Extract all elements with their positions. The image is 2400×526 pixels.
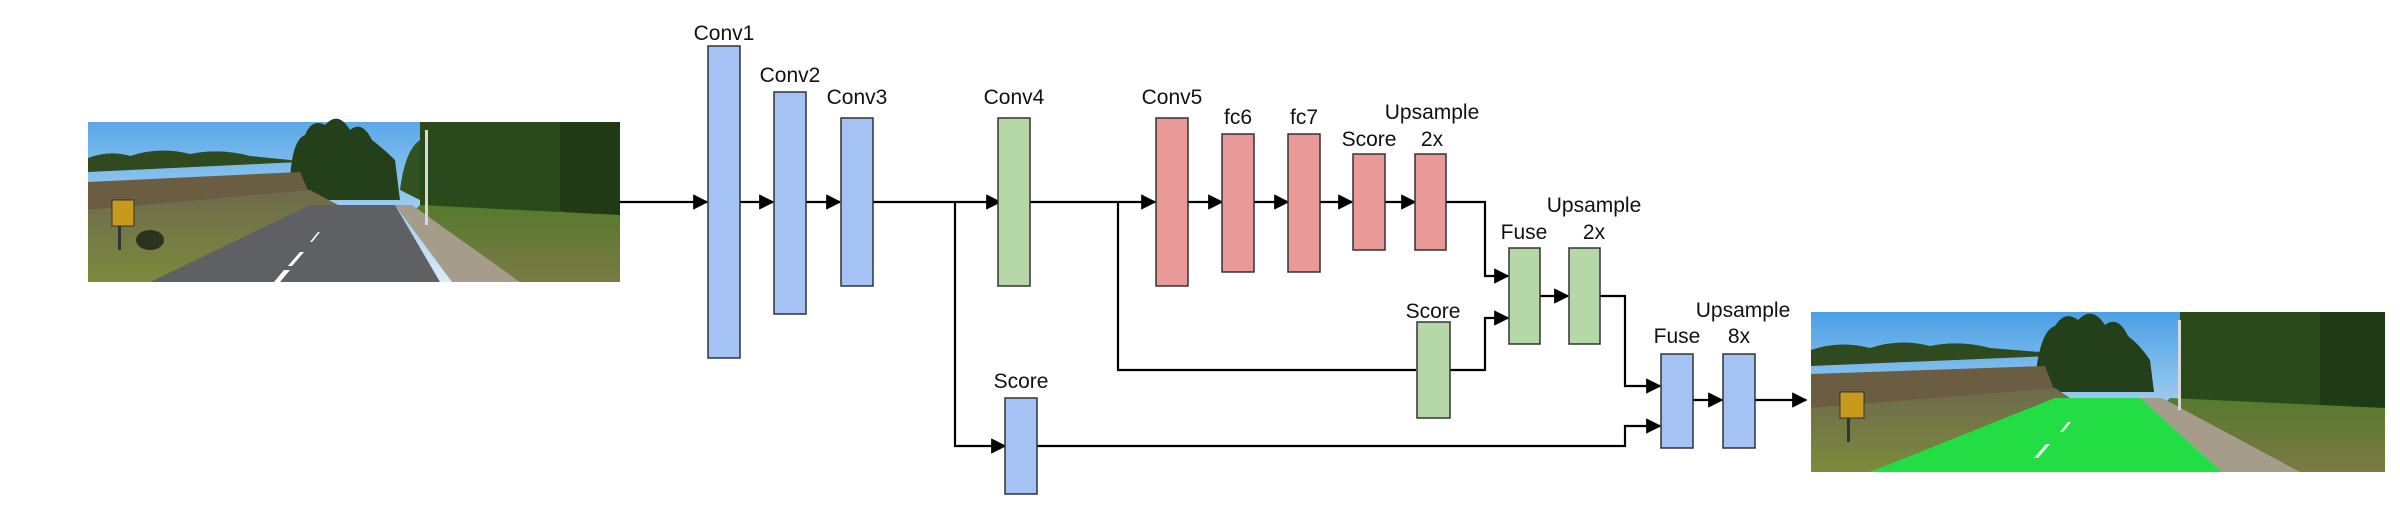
conv1-block	[707, 45, 741, 359]
score-low-block	[1004, 397, 1038, 495]
score-top-block	[1352, 153, 1386, 251]
arrow-upsample-to-fuse1	[1446, 200, 1510, 284]
conv4-label: Conv4	[984, 86, 1045, 109]
fuse-1-block	[1508, 247, 1541, 345]
conv5-label: Conv5	[1142, 86, 1203, 109]
fuse-2-block	[1660, 353, 1694, 449]
arrow-score-mid-to-fuse1	[1450, 310, 1510, 372]
fc6-label: fc6	[1224, 106, 1252, 129]
conv1-label: Conv1	[694, 22, 755, 45]
upsample-top-label: Upsample	[1385, 101, 1480, 124]
conv2-label: Conv2	[760, 64, 821, 87]
conv4-block	[997, 117, 1031, 287]
score-mid-block	[1416, 321, 1451, 419]
conv3-block	[840, 117, 874, 287]
upsample-final-block	[1722, 353, 1756, 449]
fc7-label: fc7	[1290, 106, 1318, 129]
conv3-label: Conv3	[827, 86, 888, 109]
upsample-mid-label: Upsample	[1547, 194, 1642, 217]
upsample-final-label: Upsample	[1696, 299, 1791, 322]
conv2-block	[773, 91, 807, 315]
fc6-block	[1221, 133, 1255, 273]
arrow-skip-to-score-mid	[1116, 202, 1416, 372]
upsample-mid-block	[1568, 247, 1601, 345]
output-road-segmentation	[1811, 312, 2385, 472]
arrow-upsample2-to-fuse2	[1600, 294, 1662, 394]
input-road-image	[88, 118, 620, 282]
fuse-2-label: Fuse	[1654, 325, 1701, 348]
score-low-label: Score	[994, 370, 1049, 393]
arrow-score-low-to-fuse2	[1037, 418, 1662, 448]
upsample-top-factor: 2x	[1421, 128, 1444, 151]
score-mid-label: Score	[1406, 300, 1461, 323]
fc7-block	[1287, 133, 1321, 273]
conv5-block	[1155, 117, 1189, 287]
connector-lines	[620, 194, 1808, 454]
upsample-final-factor: 8x	[1728, 325, 1751, 348]
upsample-top-block	[1414, 153, 1447, 251]
score-top-label: Score	[1342, 128, 1397, 151]
fuse-1-label: Fuse	[1501, 221, 1548, 244]
arrow-skip-to-score-low	[953, 202, 1007, 454]
upsample-mid-factor: 2x	[1583, 221, 1606, 244]
